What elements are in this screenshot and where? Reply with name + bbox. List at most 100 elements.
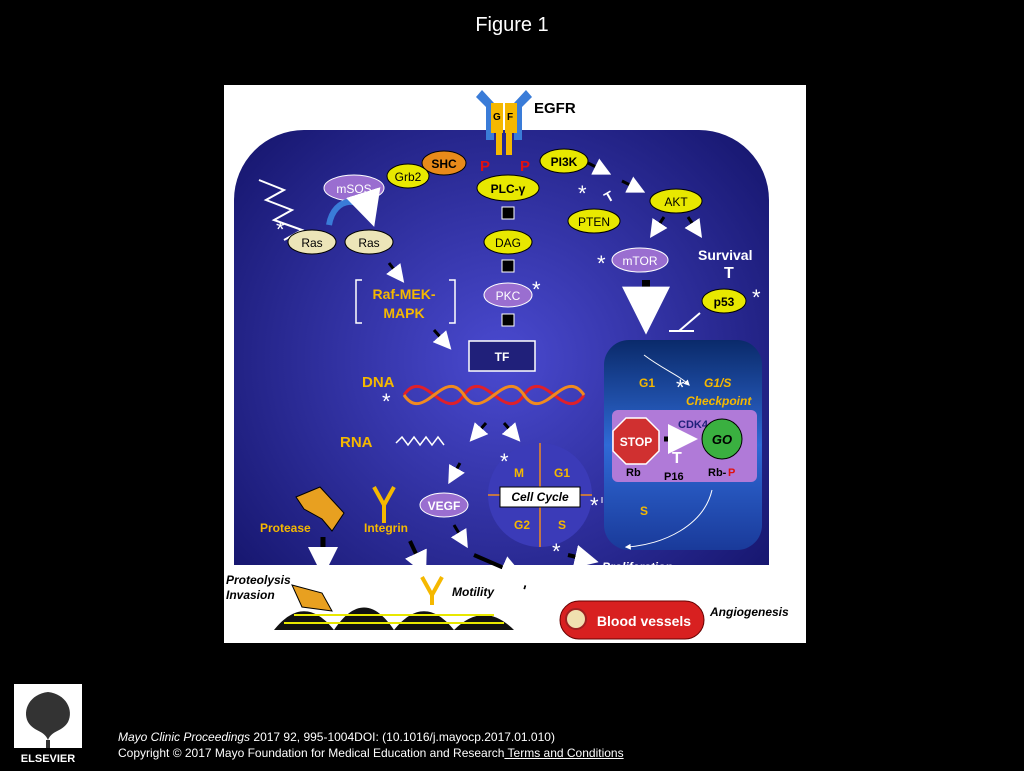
tf-box bbox=[468, 340, 536, 372]
ras-activation-arrow bbox=[326, 187, 381, 227]
plc-node bbox=[476, 174, 540, 202]
dna-label: DNA bbox=[362, 374, 395, 391]
p16-label: P16 bbox=[664, 471, 684, 483]
egfr-receptor bbox=[476, 90, 532, 155]
arrow-pkc-tf bbox=[501, 313, 515, 327]
asterisk-dna: * bbox=[382, 389, 391, 414]
terms-link[interactable]: Terms and Conditions bbox=[504, 746, 624, 760]
p16-inhibit: T bbox=[672, 450, 682, 467]
rna-wave bbox=[395, 435, 445, 447]
ras-node-2 bbox=[344, 229, 394, 255]
go-label: GO bbox=[712, 432, 732, 447]
dna-strand-orange bbox=[402, 385, 586, 405]
blood-vessels-label: Blood vessels bbox=[597, 613, 691, 629]
tree-icon bbox=[26, 692, 70, 748]
copyright-text: Copyright © 2017 Mayo Foundation for Med… bbox=[118, 746, 505, 760]
pten-node bbox=[567, 208, 621, 234]
elsevier-logo: ELSEVIER bbox=[10, 682, 86, 766]
ras-label-1: Ras bbox=[301, 236, 322, 250]
cell-cycle-label: Cell Cycle bbox=[511, 490, 569, 504]
slide-title: Figure 1 bbox=[475, 14, 549, 36]
p53-inhibition bbox=[669, 312, 701, 332]
arrow-vegf-motility bbox=[450, 524, 468, 549]
protease-label: Protease bbox=[260, 521, 311, 535]
rb-label: Rb bbox=[626, 467, 641, 479]
cycle-m: M bbox=[514, 466, 524, 480]
asterisk-proliferation: * bbox=[552, 539, 561, 564]
lightning-signal bbox=[258, 179, 305, 241]
arrow-proliferation bbox=[567, 544, 599, 569]
grb2-node bbox=[386, 163, 430, 189]
tissue-waves bbox=[274, 607, 514, 630]
proliferation-label: Proliferation bbox=[602, 560, 673, 574]
mtor-label: mTOR bbox=[622, 254, 657, 268]
arrow-dna-rna bbox=[469, 422, 489, 442]
rna-label: RNA bbox=[340, 434, 373, 451]
asterisk-pkc: * bbox=[532, 277, 541, 302]
citation: Mayo Clinic Proceedings 2017 92, 995-100… bbox=[118, 729, 624, 761]
raf-label-2: MAPK bbox=[383, 305, 424, 321]
asterisk-mtor: * bbox=[597, 251, 606, 276]
integrin-shape bbox=[372, 486, 396, 523]
plc-label: PLC-γ bbox=[491, 182, 526, 196]
grb2-label: Grb2 bbox=[395, 170, 422, 184]
akt-node bbox=[649, 188, 703, 214]
rbp-phospho: P bbox=[728, 467, 735, 479]
stop-label: STOP bbox=[620, 435, 652, 449]
akt-label: AKT bbox=[664, 195, 688, 209]
arrow-pi3k-akt-2 bbox=[621, 176, 646, 193]
arrow-plc-dag bbox=[501, 206, 515, 220]
asterisk-cycle-link: * bbox=[590, 493, 599, 518]
dag-node bbox=[483, 229, 533, 255]
angiogenesis-label: Angiogenesis bbox=[709, 605, 789, 619]
egfr-part-g: G bbox=[493, 112, 501, 123]
checkpoint-title-2: Checkpoint bbox=[686, 394, 752, 408]
pkc-node bbox=[483, 282, 533, 308]
phospho-left: P bbox=[480, 158, 490, 175]
msos-label: mSOS bbox=[336, 182, 371, 196]
checkpoint-title-1: G1/S bbox=[704, 376, 731, 390]
raf-bracket-left bbox=[355, 279, 362, 324]
arrow-dna-cycle bbox=[501, 422, 521, 442]
checkpoint-exit-arrow bbox=[624, 489, 713, 550]
arrow-akt-survival bbox=[684, 216, 702, 238]
proteolysis-label-2: Invasion bbox=[226, 588, 275, 602]
checkpoint-g1: G1 bbox=[639, 376, 655, 390]
arrow-dag-pkc bbox=[501, 259, 515, 273]
arrow-ras-raf bbox=[386, 262, 405, 283]
arrow-pi3k-akt-1 bbox=[587, 158, 612, 175]
proteolysis-label-1: Proteolysis bbox=[226, 573, 291, 587]
tf-label: TF bbox=[495, 350, 510, 364]
copyright-line: Copyright © 2017 Mayo Foundation for Med… bbox=[118, 745, 624, 761]
phospho-right: P bbox=[520, 158, 530, 175]
journal-name: Mayo Clinic Proceedings bbox=[118, 730, 251, 744]
motility-label: Motility bbox=[452, 585, 495, 599]
ras-node-1 bbox=[287, 229, 337, 255]
checkpoint-flow-arrow bbox=[643, 354, 690, 386]
arrow-vegf-vessels bbox=[473, 553, 525, 579]
pi3k-label: PI3K bbox=[551, 155, 578, 169]
arrow-to-vessels bbox=[522, 575, 549, 599]
pten-label: PTEN bbox=[578, 215, 610, 229]
integrin-label: Integrin bbox=[364, 521, 408, 535]
p53-label: p53 bbox=[714, 295, 735, 309]
integrin-bottom bbox=[420, 576, 444, 605]
arrow-integrin-motility bbox=[405, 540, 427, 576]
protease-shape bbox=[295, 486, 345, 532]
pi3k-node bbox=[539, 148, 589, 174]
dag-label: DAG bbox=[495, 236, 521, 250]
asterisk-cycle: * bbox=[500, 449, 509, 474]
asterisk-p53: * bbox=[752, 285, 761, 310]
shc-label: SHC bbox=[431, 157, 457, 171]
raf-bracket-right bbox=[449, 279, 456, 324]
protease-fragment bbox=[291, 584, 333, 612]
tissue-stripes bbox=[284, 614, 504, 624]
publisher-name: ELSEVIER bbox=[21, 753, 75, 765]
asterisk-checkpoint: * bbox=[676, 375, 685, 400]
survival-label: Survival bbox=[698, 247, 752, 263]
ras-label-2: Ras bbox=[358, 236, 379, 250]
p53-node bbox=[701, 288, 747, 314]
cell-cycle-box bbox=[499, 486, 581, 508]
vegf-label: VEGF bbox=[428, 499, 461, 513]
arrow-rna-vegf bbox=[448, 462, 465, 485]
